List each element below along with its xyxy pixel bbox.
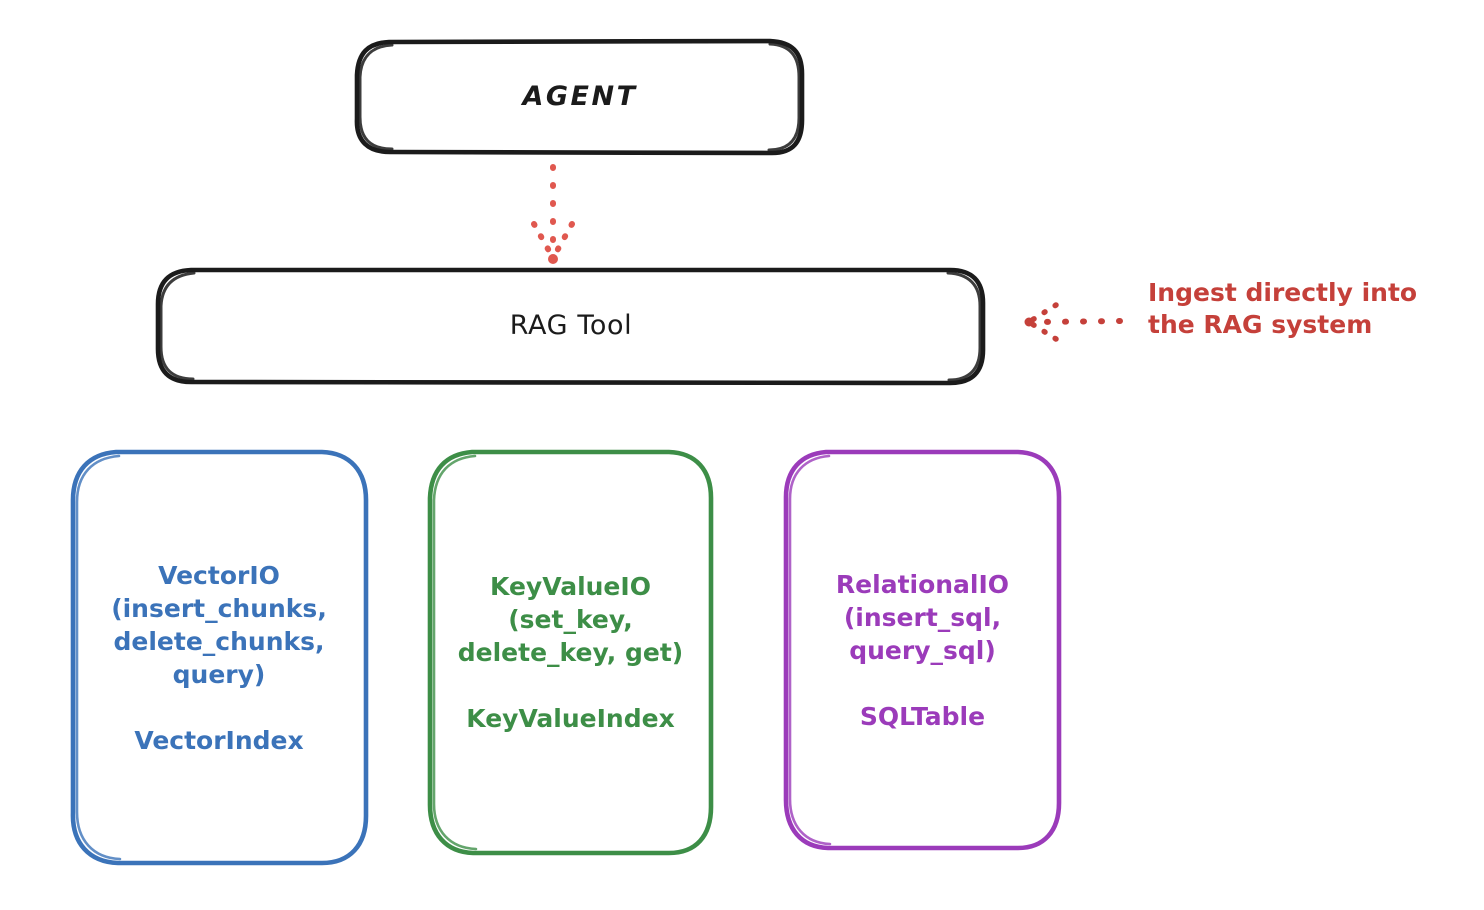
- agent-node-label: AGENT: [522, 80, 638, 112]
- ingest-annotation-label: Ingest directly into the RAG system: [1148, 278, 1418, 339]
- ingest-annotation-arrow: [1024, 302, 1123, 342]
- rag-tool-node[interactable]: RAG Tool: [157, 269, 985, 383]
- agent-node[interactable]: AGENT: [357, 41, 803, 153]
- relational-io-node-label: RelationalIO (insert_sql, query_sql) SQL…: [835, 569, 1010, 731]
- key-value-io-node[interactable]: KeyValueIO (set_key, delete_key, get) Ke…: [429, 451, 712, 854]
- ingest-annotation: Ingest directly into the RAG system: [1148, 277, 1478, 341]
- rag-tool-node-label: RAG Tool: [509, 309, 633, 341]
- vector-io-node[interactable]: VectorIO (insert_chunks, delete_chunks, …: [72, 451, 366, 864]
- key-value-io-node-label: KeyValueIO (set_key, delete_key, get) Ke…: [457, 572, 684, 733]
- relational-io-node[interactable]: RelationalIO (insert_sql, query_sql) SQL…: [785, 451, 1060, 849]
- vector-io-node-label: VectorIO (insert_chunks, delete_chunks, …: [111, 560, 327, 755]
- agent-to-rag-tool-connector: [531, 164, 575, 264]
